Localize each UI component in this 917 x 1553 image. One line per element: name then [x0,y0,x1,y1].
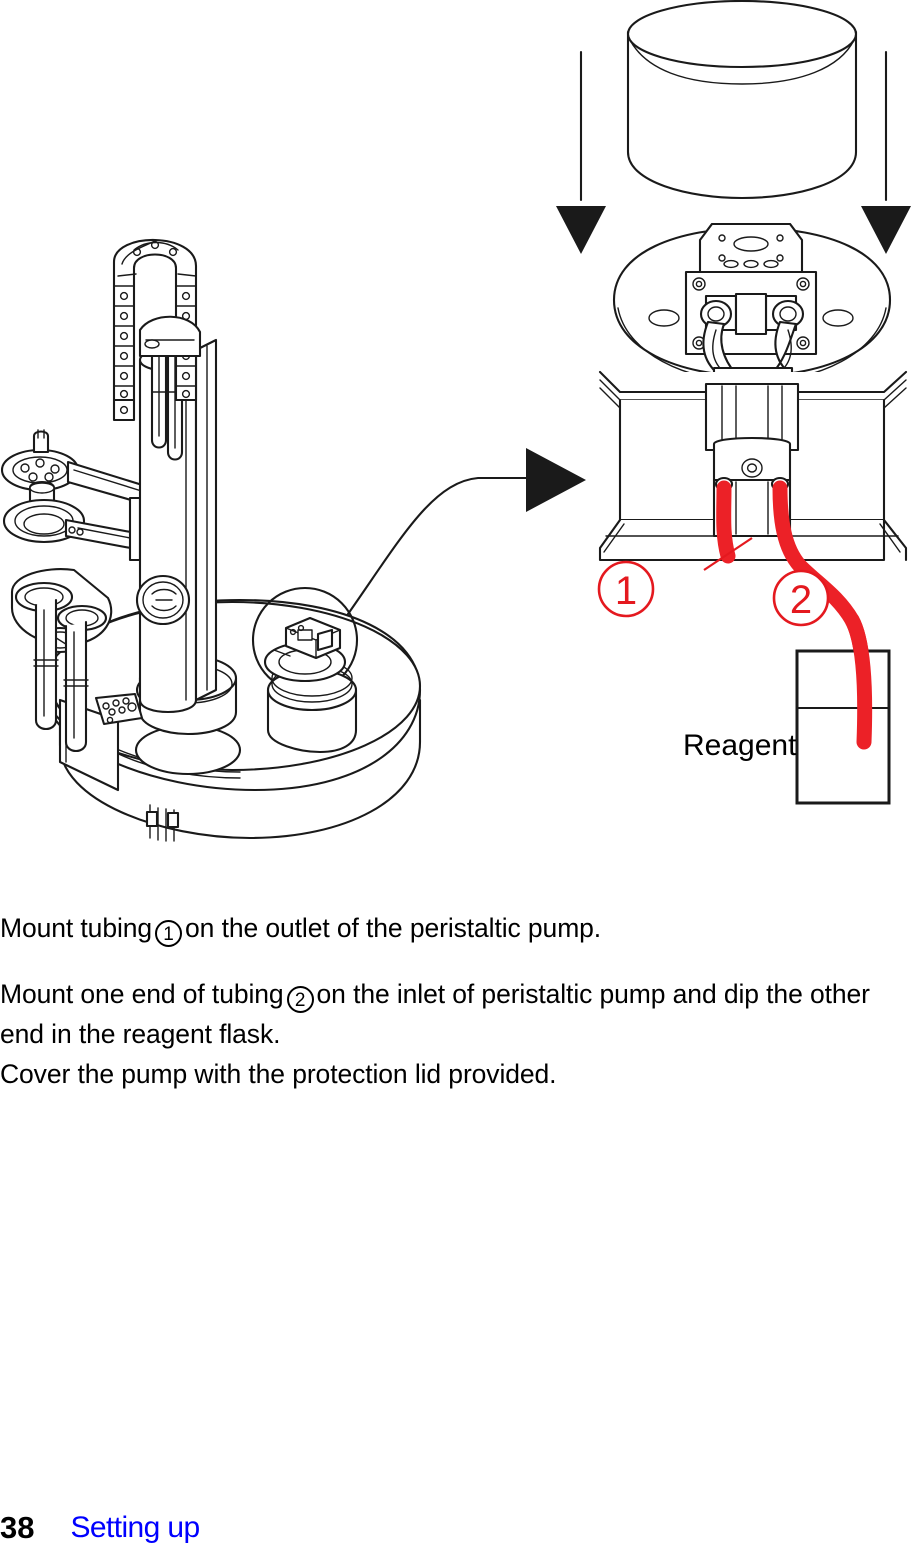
tubing-1-outlet [716,480,736,564]
page-number: 38 [0,1510,35,1545]
install-arrow-left [556,50,606,254]
footer-section-title: Setting up [70,1511,200,1544]
column-bracket [138,315,202,358]
callout-2-label: 2 [790,578,812,622]
stirrer-head-assembly [0,429,154,562]
pump-detail-drawing: 1 2 Reagent [556,0,911,805]
instruction-paragraph-3: Cover the pump with the protection lid p… [0,1059,557,1089]
pump-rotor-housing [704,382,800,538]
protection-lid [626,0,858,200]
lid-install-arrows [556,50,911,254]
electrode-holder-plate [10,568,113,753]
callout-1-label: 1 [615,569,637,613]
inline-callout-2: 2 [286,986,314,1013]
deck-detail-dots [94,692,144,726]
inline-callout-1: 1 [155,920,183,947]
paragraph-2-before: Mount one end of tubing [0,979,284,1009]
reagent-label: Reagent [683,729,797,762]
detail-zoom-arrow [346,448,586,616]
install-arrow-right [861,50,911,254]
tubing-2-in-flask [844,612,873,750]
page-footer: 38 Setting up [0,1499,917,1543]
pump-on-deck [263,616,358,754]
paragraph-2-after: on the inlet of peristaltic pump and dip… [0,979,870,1049]
callout-2: 2 [772,569,830,627]
reagent-flask [795,649,891,805]
paragraph-1-after: on the outlet of the peristaltic pump. [185,913,602,943]
instrument-overview-drawing [0,238,422,842]
figure-pump-installation: .ln { fill:none; stroke:#1a1a1a; stroke-… [0,0,911,842]
callout-1: 1 [597,537,753,618]
paragraph-1-before: Mount tubing [0,913,153,943]
